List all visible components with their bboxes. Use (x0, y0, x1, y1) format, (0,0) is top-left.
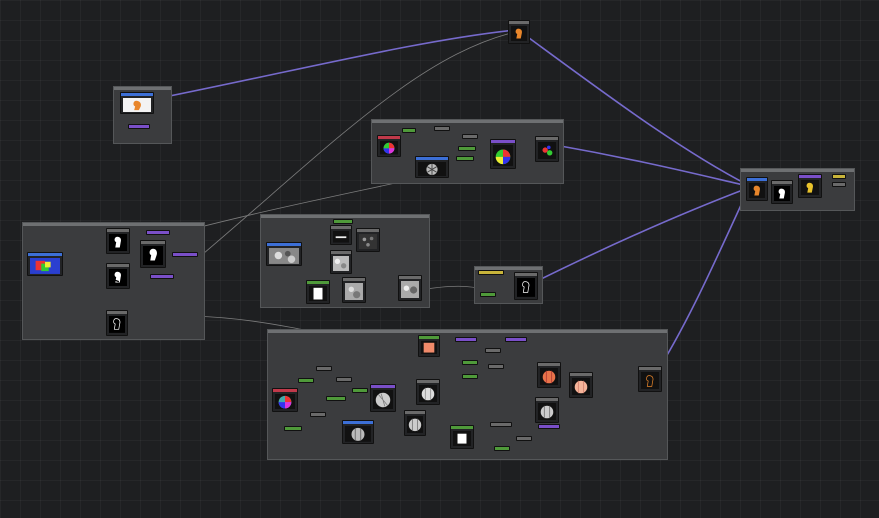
node-param[interactable] (172, 252, 198, 257)
node-color-map[interactable] (27, 252, 63, 276)
node-param[interactable] (326, 396, 346, 401)
node-mask-c[interactable] (140, 240, 166, 268)
node-pattern[interactable] (415, 156, 449, 178)
node-final-a[interactable] (746, 177, 768, 201)
node-sphere-a[interactable] (370, 384, 396, 412)
node-param[interactable] (333, 219, 353, 224)
node-param[interactable] (516, 436, 532, 441)
node-param[interactable] (298, 378, 314, 383)
node-noise-dark[interactable] (356, 228, 380, 252)
node-mask-a[interactable] (106, 228, 130, 254)
node-param[interactable] (284, 426, 302, 431)
node-color-pie[interactable] (490, 139, 516, 169)
node-hue-wheel[interactable] (272, 388, 298, 412)
node-param[interactable] (488, 364, 504, 369)
node-param[interactable] (128, 124, 150, 129)
node-param[interactable] (336, 377, 352, 382)
node-sphere-d[interactable] (404, 410, 426, 436)
node-param[interactable] (494, 446, 510, 451)
node-top-output[interactable] (508, 20, 530, 44)
node-param[interactable] (478, 270, 504, 275)
node-param[interactable] (458, 146, 476, 151)
node-noise-light[interactable] (330, 250, 352, 274)
node-param[interactable] (480, 292, 496, 297)
node-outline-result[interactable] (514, 272, 538, 300)
node-orange-swatch[interactable] (418, 335, 440, 357)
node-bitmap-input[interactable] (120, 92, 154, 114)
node-final-b[interactable] (771, 180, 793, 204)
node-sphere-grey[interactable] (535, 397, 559, 423)
node-white-rect[interactable] (306, 280, 330, 304)
node-mask-b[interactable] (106, 263, 130, 289)
wire-main (149, 29, 516, 101)
node-param[interactable] (456, 156, 474, 161)
node-param[interactable] (434, 126, 450, 131)
node-gradient-line[interactable] (330, 225, 352, 245)
node-param[interactable] (490, 422, 512, 427)
node-param[interactable] (538, 424, 560, 429)
node-param[interactable] (485, 348, 501, 353)
node-param[interactable] (462, 360, 478, 365)
node-param[interactable] (150, 274, 174, 279)
node-param[interactable] (402, 128, 416, 133)
node-param[interactable] (505, 337, 527, 342)
node-sphere-c[interactable] (342, 420, 374, 444)
node-bottom-output[interactable] (638, 366, 662, 392)
node-param[interactable] (146, 230, 170, 235)
wire-main (554, 144, 749, 187)
node-sphere-b[interactable] (416, 379, 440, 405)
node-param[interactable] (316, 366, 332, 371)
node-param[interactable] (310, 412, 326, 417)
node-noise-blend[interactable] (266, 242, 302, 266)
wire-main (654, 189, 749, 376)
node-noise-out[interactable] (398, 275, 422, 301)
node-rgb-output[interactable] (535, 136, 559, 162)
node-param[interactable] (462, 134, 478, 139)
node-param[interactable] (462, 374, 478, 379)
node-param[interactable] (352, 388, 368, 393)
node-sphere-peach[interactable] (569, 372, 593, 398)
node-param[interactable] (832, 174, 846, 179)
node-param[interactable] (832, 182, 846, 187)
node-white-square[interactable] (450, 425, 474, 449)
node-outline[interactable] (106, 310, 128, 336)
wire-main (534, 187, 749, 283)
node-noise-mid[interactable] (342, 277, 366, 303)
node-param[interactable] (455, 337, 477, 342)
node-sphere-orange[interactable] (537, 362, 561, 388)
node-final-c[interactable] (798, 174, 822, 198)
node-color-wheel[interactable] (377, 135, 401, 157)
